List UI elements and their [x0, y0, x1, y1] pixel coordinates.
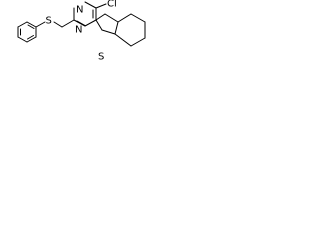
chlorine-label: Cl: [107, 0, 117, 10]
bond: [114, 33, 132, 47]
bond: [114, 21, 119, 35]
bond-c4-chlorine: [95, 3, 107, 9]
bond: [26, 21, 37, 28]
bond: [84, 19, 97, 27]
sulfur-thiophene-label: S: [98, 52, 104, 63]
sulfur-atom-label: S: [46, 16, 52, 27]
bond: [76, 20, 86, 26]
bond: [84, 1, 97, 9]
bond-phenyl-sulfur: [35, 21, 46, 28]
bond: [130, 13, 146, 23]
bond-ch2-c2: [61, 19, 75, 28]
bond: [95, 19, 103, 31]
bond: [101, 29, 116, 35]
nitrogen-bottom-label: N: [75, 25, 82, 36]
cyclohexene-ring: [114, 13, 146, 47]
bond-sulfur-ch2: [53, 21, 63, 28]
bond: [117, 13, 132, 23]
bond: [17, 36, 28, 43]
nitrogen-top-label: N: [76, 5, 83, 16]
double-bond-inner: [27, 35, 34, 40]
bond: [17, 21, 28, 28]
double-bond-inner: [27, 24, 35, 29]
bond: [26, 36, 37, 43]
thiophene-ring: [95, 13, 119, 35]
chemical-structure: S N N Cl S: [17, 0, 146, 63]
pyrimidine-ring: [73, 1, 97, 27]
phenyl-ring: [17, 21, 37, 43]
bond: [95, 13, 106, 21]
bond: [104, 13, 119, 23]
bond: [130, 37, 146, 47]
